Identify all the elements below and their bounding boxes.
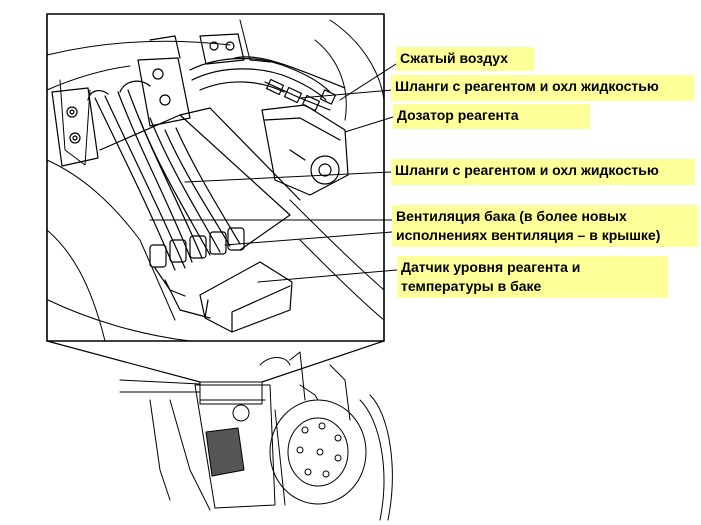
upper-bracket bbox=[199, 33, 245, 65]
hose-bundle bbox=[87, 80, 241, 271]
callout-hoses-top: Шланги с реагентом и охл жидкостью bbox=[391, 75, 694, 101]
tank-top bbox=[99, 107, 301, 251]
upper-hoses bbox=[189, 56, 346, 111]
leader-lines bbox=[149, 63, 398, 283]
callout-compressed-air: Сжатый воздух bbox=[396, 47, 534, 71]
overview-view bbox=[119, 351, 393, 521]
centre-bracket bbox=[137, 35, 191, 127]
callout-reagent-doser: Дозатор реагента bbox=[393, 104, 590, 129]
detail-frame bbox=[46, 13, 385, 342]
level-sensor-housing bbox=[199, 261, 293, 333]
callout-level-temp-sensor: Датчик уровня реагента и температуры в б… bbox=[397, 256, 668, 298]
reagent-doser bbox=[261, 104, 349, 196]
lower-connectors bbox=[149, 227, 245, 319]
reagent-module bbox=[205, 427, 245, 477]
callout-tank-ventilation: Вентиляция бака (в более новых исполнени… bbox=[392, 205, 698, 247]
zoom-connector bbox=[46, 340, 385, 383]
overview-highlight bbox=[199, 381, 263, 405]
callout-hoses-middle: Шланги с реагентом и охл жидкостью bbox=[391, 159, 695, 185]
left-bracket bbox=[51, 87, 99, 167]
detail-view bbox=[46, 13, 398, 342]
